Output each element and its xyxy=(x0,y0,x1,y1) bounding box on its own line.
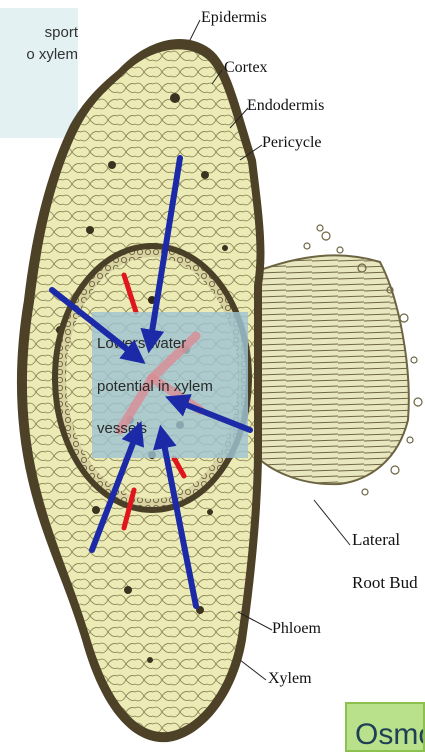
lateral-root-bud xyxy=(252,255,409,484)
label-pericycle: Pericycle xyxy=(262,134,322,151)
label-cortex: Cortex xyxy=(224,59,268,76)
label-root-bud: Root Bud xyxy=(352,573,418,592)
label-phloem: Phloem xyxy=(272,620,321,637)
osmosis-title-text: Osmo xyxy=(355,718,425,752)
label-endodermis: Endodermis xyxy=(247,97,324,114)
box-text-line-2: potential in xylem xyxy=(97,378,213,395)
osmosis-title-box: Osmo xyxy=(345,702,425,752)
label-xylem: Xylem xyxy=(268,670,312,687)
label-lateral: Lateral xyxy=(352,530,400,549)
label-epidermis: Epidermis xyxy=(201,9,267,26)
